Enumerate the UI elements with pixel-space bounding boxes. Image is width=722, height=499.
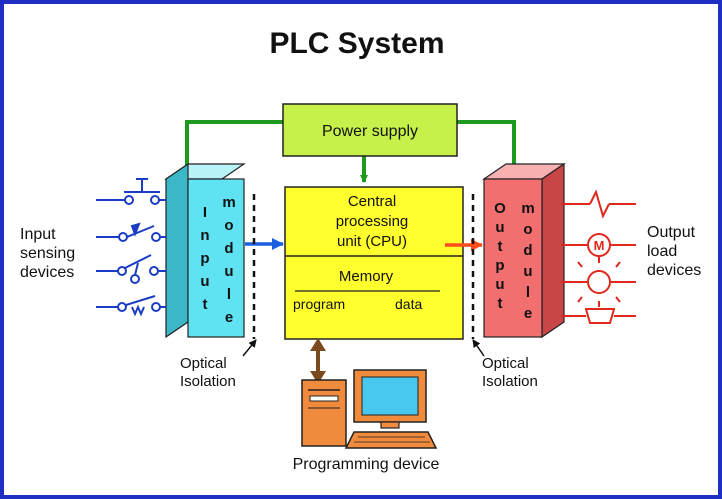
- page-title: PLC System: [269, 27, 444, 60]
- output-module-word-output: O u t p u t: [494, 200, 506, 312]
- svg-text:t: t: [203, 296, 208, 313]
- output-devices-label-line-2: load: [647, 243, 677, 260]
- input-module: I n p u t m o d u l e: [164, 162, 246, 339]
- limit-switch-icon: [96, 222, 166, 242]
- horn-icon: [561, 308, 636, 324]
- output-devices-label-line-3: devices: [647, 262, 701, 279]
- svg-text:p: p: [495, 257, 504, 274]
- optical-isolation-right-line-1: Optical: [482, 355, 529, 372]
- svg-text:t: t: [498, 295, 503, 312]
- optical-isolation-right-line-2: Isolation: [482, 373, 538, 390]
- svg-text:n: n: [200, 227, 209, 244]
- plc-diagram: PLC System Power supply I n p u t m o d …: [20, 27, 701, 473]
- cpu-label-line-3: unit (CPU): [337, 233, 407, 250]
- cpu-box: Central processing unit (CPU) Memory pro…: [284, 186, 464, 340]
- svg-text:l: l: [526, 284, 530, 301]
- svg-text:O: O: [494, 200, 506, 217]
- push-button-no-switch-icon: [96, 178, 166, 205]
- level-switch-icon: [96, 254, 166, 284]
- svg-text:e: e: [225, 309, 233, 326]
- memory-label: Memory: [339, 268, 394, 285]
- input-module-word-module: m o d u l e: [222, 194, 235, 326]
- pressure-switch-icon: [96, 295, 166, 317]
- svg-text:l: l: [227, 286, 231, 303]
- svg-text:p: p: [200, 250, 209, 267]
- motor-icon: [561, 233, 636, 257]
- optical-isolation-left-line-2: Isolation: [180, 373, 236, 390]
- svg-text:t: t: [498, 238, 503, 255]
- output-devices: [561, 189, 636, 324]
- svg-text:I: I: [203, 204, 207, 221]
- output-module-word-module: m o d u l e: [521, 200, 534, 322]
- svg-text:u: u: [224, 263, 233, 280]
- cpu-label-line-2: processing: [336, 213, 409, 230]
- svg-text:m: m: [222, 194, 235, 211]
- input-switches: [96, 178, 166, 317]
- input-devices-label-line-1: Input: [20, 226, 56, 243]
- input-module-word-input: I n p u t: [200, 204, 209, 313]
- svg-text:d: d: [224, 240, 233, 257]
- power-supply-label: Power supply: [322, 123, 418, 140]
- lamp-icon: [561, 257, 636, 307]
- svg-text:m: m: [521, 200, 534, 217]
- computer-icon: [301, 369, 438, 449]
- power-supply-box: Power supply: [282, 103, 458, 157]
- output-module: O u t p u t m o d u l e: [482, 162, 566, 339]
- motor-letter: M: [594, 238, 605, 253]
- programming-link-arrow: [310, 338, 326, 384]
- input-devices-label-line-2: sensing: [20, 245, 75, 262]
- svg-text:u: u: [523, 263, 532, 280]
- memory-program-label: program: [293, 296, 345, 312]
- svg-text:d: d: [523, 242, 532, 259]
- svg-text:o: o: [523, 221, 532, 238]
- input-devices-label-line-3: devices: [20, 264, 74, 281]
- heater-icon: [561, 189, 636, 219]
- svg-text:o: o: [224, 217, 233, 234]
- optical-isolation-left-line-1: Optical: [180, 355, 227, 372]
- svg-text:u: u: [200, 273, 209, 290]
- programming-device-label: Programming device: [293, 456, 440, 473]
- svg-text:e: e: [524, 305, 532, 322]
- output-devices-label-line-1: Output: [647, 224, 696, 241]
- optical-isolation-pointer-right: [472, 339, 485, 357]
- svg-text:u: u: [495, 219, 504, 236]
- optical-isolation-pointer-left: [242, 339, 257, 357]
- svg-text:u: u: [495, 276, 504, 293]
- memory-data-label: data: [395, 296, 422, 312]
- cpu-label-line-1: Central: [348, 193, 396, 210]
